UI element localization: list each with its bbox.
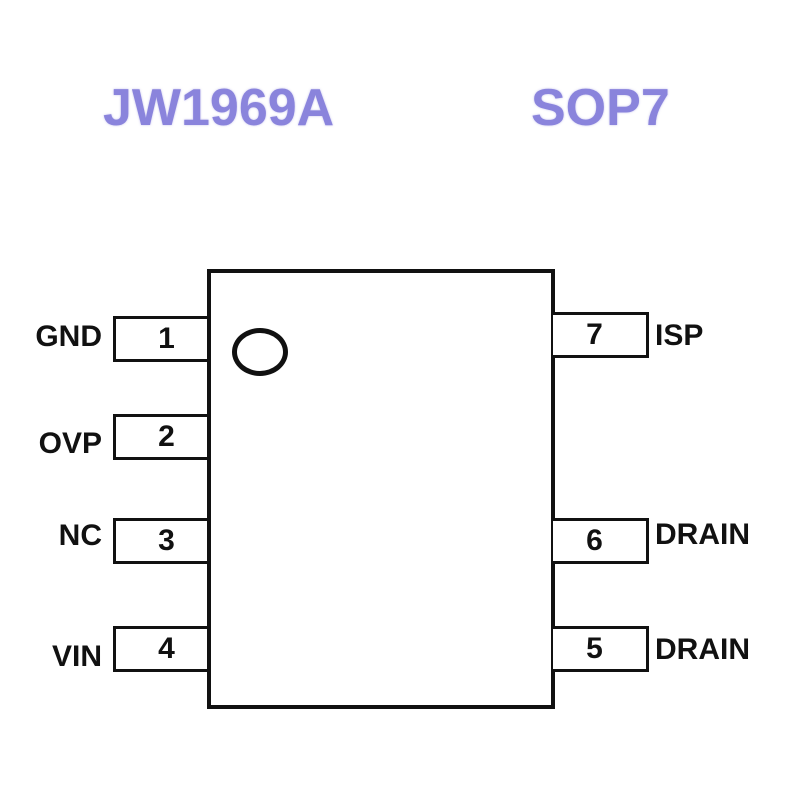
package-name-title: SOP7 [531, 79, 670, 137]
pin-7: 7 [553, 312, 649, 358]
pin-6-label: DRAIN [655, 518, 750, 551]
pin-4-number: 4 [158, 632, 175, 665]
pin-3: 3 [113, 518, 209, 564]
pin-6-number: 6 [586, 524, 603, 557]
pin-4: 4 [113, 626, 209, 672]
pin-7-number: 7 [586, 318, 603, 351]
pin-5-number: 5 [586, 632, 603, 665]
pin-7-label: ISP [655, 319, 704, 352]
part-number-title: JW1969A [103, 79, 335, 137]
pin-2-number: 2 [158, 420, 175, 453]
pin-1-indicator-icon [232, 328, 288, 376]
pin-5: 5 [553, 626, 649, 672]
pin-1-number: 1 [158, 322, 175, 355]
pin-6: 6 [553, 518, 649, 564]
pin-4-label: VIN [51, 640, 102, 673]
pin-1-label: GND [35, 320, 102, 353]
pin-1: 1 [113, 316, 209, 362]
pin-2-label: OVP [38, 427, 102, 460]
pin-3-number: 3 [158, 524, 175, 557]
pin-2: 2 [113, 414, 209, 460]
pin-5-label: DRAIN [655, 633, 750, 666]
pin-3-label: NC [58, 519, 102, 552]
